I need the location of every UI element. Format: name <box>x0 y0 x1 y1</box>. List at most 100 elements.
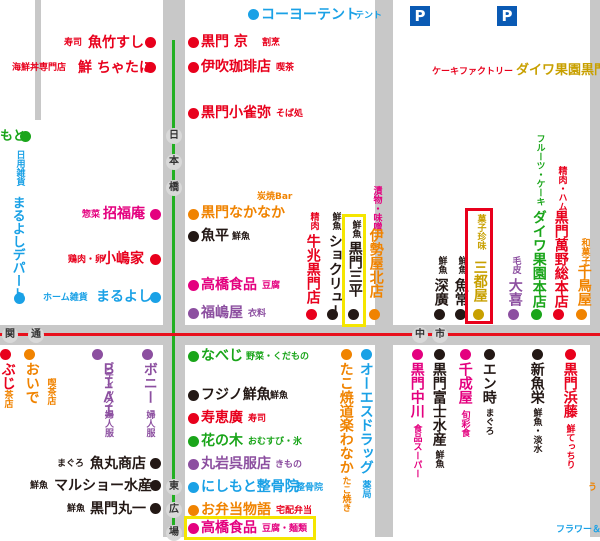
street-char: 日 <box>166 128 182 144</box>
shop-dot <box>188 505 199 516</box>
shop-name[interactable]: 大喜 <box>506 278 523 306</box>
shop-name[interactable]: 高橋食品 <box>201 520 257 536</box>
shop-dot <box>188 280 199 291</box>
shop-name[interactable]: もと <box>0 129 26 144</box>
shop-name[interactable]: 小嶋家 <box>102 251 144 267</box>
shop-name[interactable]: 黒門なかなか <box>201 205 285 221</box>
shop-name[interactable]: 黒門萬野総本店 <box>552 210 569 308</box>
shop-category: 鮮魚 <box>30 481 49 491</box>
shop-name[interactable]: 伊吹珈琲店 <box>201 59 271 75</box>
shop-name[interactable]: おいで <box>23 362 40 404</box>
shop-name[interactable]: なべじ <box>201 348 243 364</box>
shop-dot <box>92 349 103 360</box>
shop-name[interactable]: 黒門中川 <box>408 362 425 418</box>
shop-name[interactable]: 黒門三平 <box>346 241 363 297</box>
shop-dot <box>531 309 542 320</box>
shop-name[interactable]: お弁当物語 <box>201 502 271 518</box>
shop-subcategory: 炭焼Bar <box>257 192 293 202</box>
shop-name[interactable]: 千成屋 <box>456 362 473 404</box>
shop-dot <box>188 62 199 73</box>
shop-dot <box>150 209 161 220</box>
shop-name[interactable]: まるよし <box>96 289 152 305</box>
shop-category: そば処 <box>276 109 304 119</box>
shop-name[interactable]: 花の木 <box>201 433 243 449</box>
shop-name[interactable]: 伊勢屋北店 <box>367 228 384 298</box>
street-char: 橋 <box>166 180 182 196</box>
shop-name[interactable]: 魚常 <box>452 278 469 306</box>
street-char: 広 <box>166 502 182 518</box>
shop-dot <box>188 459 199 470</box>
shop-name[interactable]: ＢＩＡＩ <box>99 362 116 418</box>
shop-category: 菓子珍味 <box>475 214 486 250</box>
shop-name: う <box>588 483 598 493</box>
shop-name[interactable]: たこ焼道楽わなか <box>337 362 354 474</box>
shop-dot <box>188 209 199 220</box>
shop-name[interactable]: 黒門浜藤 <box>561 362 578 418</box>
shop-name[interactable]: まるよしデパート <box>9 196 25 300</box>
shop-name[interactable]: ぶじ <box>0 362 16 390</box>
shop-category: 豆腐・麺類 <box>262 524 308 534</box>
shop-category: 鮮魚 <box>350 220 361 238</box>
shop-name[interactable]: オーエスドラッグ <box>357 362 374 474</box>
shop-name[interactable]: 高橋食品 <box>201 277 257 293</box>
shop-name[interactable]: 三都屋 <box>471 260 488 302</box>
shop-category: 惣菜 <box>82 210 101 220</box>
shop-name[interactable]: マルショー水産 <box>54 478 152 494</box>
shop-category: 寿司 <box>248 414 267 424</box>
shop-name[interactable]: にしもと整骨院 <box>201 479 299 495</box>
shop-category: 漬物・味噌 <box>371 186 382 231</box>
shop-name[interactable]: 魚竹すし <box>88 35 144 51</box>
shop-name[interactable]: エン時 <box>480 362 497 404</box>
shop-category: 鮮魚・淡水 <box>531 408 542 453</box>
shop-category: 野菜・くだもの <box>246 352 310 362</box>
shop-name[interactable]: コーヨーテント <box>261 7 359 23</box>
shop-dot <box>508 309 519 320</box>
shop-name[interactable]: 魚丸商店 <box>90 456 146 472</box>
shop-name[interactable]: 黒門富士水産 <box>430 362 447 446</box>
shop-dot <box>188 523 199 534</box>
shop-category: 鮮魚 <box>456 256 467 274</box>
shop-category: 整骨院 <box>296 483 324 493</box>
shop-dot <box>188 231 199 242</box>
shop-dot <box>306 309 317 320</box>
shop-name[interactable]: ボニー <box>141 362 158 404</box>
shop-dot <box>188 413 199 424</box>
shop-name[interactable]: 寿恵廣 <box>201 410 243 426</box>
shop-name[interactable]: 深廣 <box>432 278 449 306</box>
shop-name[interactable]: 黒門小雀弥 <box>201 105 271 121</box>
route-line-green <box>172 40 175 537</box>
shop-name[interactable]: フジノ鮮魚 <box>201 387 271 403</box>
shop-name[interactable]: 牛兆黒門店 <box>304 234 321 304</box>
shop-category: 鮮魚 <box>67 504 86 514</box>
shop-dot <box>434 349 445 360</box>
shop-name[interactable]: 丸岩呉服店 <box>201 456 271 472</box>
shop-name[interactable]: 黒門 京 <box>201 34 248 50</box>
highlight-box <box>465 208 493 324</box>
shop-category: ホーム雑貨 <box>43 293 88 303</box>
shop-name[interactable]: 新魚栄 <box>528 362 545 404</box>
shop-category: 鮮魚 <box>270 391 289 401</box>
shop-name[interactable]: ショクリュー <box>326 234 343 318</box>
shop-name[interactable]: ダイワ果園本店 <box>530 210 547 308</box>
shop-dot <box>412 349 423 360</box>
shop-name[interactable]: 千鳥屋 <box>575 264 592 306</box>
shop-dot <box>150 480 161 491</box>
shop-dot <box>150 254 161 265</box>
shop-category: 婦人服 <box>144 410 155 437</box>
shop-category: 鮮魚 <box>330 212 341 230</box>
shop-name[interactable]: 黒門丸一 <box>90 501 146 517</box>
shop-name[interactable]: 魚平 <box>201 228 229 244</box>
shop-category: 喫茶店 <box>45 378 56 405</box>
shop-name[interactable]: 鮮 ちゃたに <box>78 60 153 76</box>
shop-name[interactable]: 招福庵 <box>103 206 145 222</box>
shop-category: 鮮魚 <box>433 450 444 468</box>
shop-dot <box>150 503 161 514</box>
shop-dot <box>455 309 466 320</box>
shop-name[interactable]: ダイワ果園黒門 <box>516 63 600 78</box>
shop-dot <box>145 37 156 48</box>
street-char: 場 <box>166 525 182 541</box>
shop-dot <box>150 458 161 469</box>
shop-name[interactable]: 福嶋屋 <box>201 305 243 321</box>
shop-category: 食品スーパー <box>411 424 422 478</box>
shop-dot <box>327 309 338 320</box>
